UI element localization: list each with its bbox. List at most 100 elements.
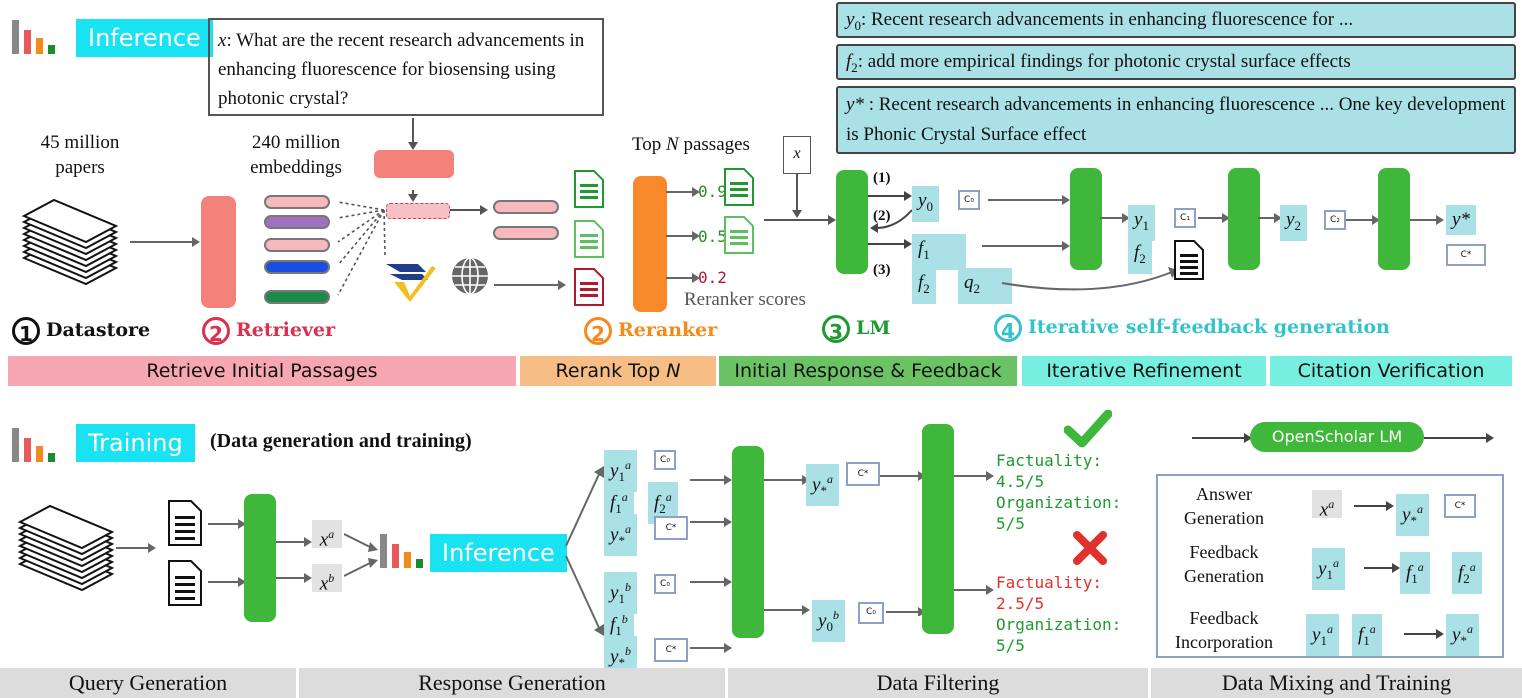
stage-rerank: Rerank Top N (520, 356, 716, 386)
retrieved-pill (493, 226, 559, 240)
training-desc: (Data generation and training) (210, 430, 472, 452)
mix-answer-label: Answer Generation (1184, 484, 1264, 528)
mix-ystar-a-2: y*a (1446, 614, 1479, 657)
reranker-block (633, 176, 667, 312)
arrow-datastore-retriever (130, 237, 200, 247)
stage-initial-response: Initial Response & Feedback (719, 356, 1017, 386)
cstar-box: C* (1444, 494, 1476, 518)
query-gen-lm-block (244, 494, 276, 622)
arrow-to-y2 (1258, 213, 1282, 223)
mix-f2a: f2a (1452, 552, 1482, 595)
arrows-filter1-out (764, 475, 810, 615)
doc-icon-green-light (724, 216, 754, 254)
arrows-filter2-eval (954, 471, 994, 595)
f1-box: f1 (912, 234, 966, 270)
cstar-box: C* (654, 638, 688, 662)
y0-box: y0 (912, 186, 939, 222)
topn-label: Top N passages (632, 134, 750, 155)
output-y0-box: y0: Recent research advancements in enha… (836, 2, 1516, 38)
mix-feedback-label: Feedback Generation (1184, 542, 1264, 586)
stage-response-generation: Response Generation (299, 668, 725, 698)
mix-f1a-2: f1a (1352, 614, 1382, 657)
embedding-pill (264, 215, 330, 229)
arrows-to-filter2 (880, 471, 926, 616)
embeddings-label: 240 million embeddings (250, 132, 342, 178)
arrows-inference-responses (565, 466, 604, 636)
cstar-box: C* (1446, 244, 1486, 266)
openscholar-lm: OpenScholar LM (1250, 422, 1424, 452)
stage-data-mixing: Data Mixing and Training (1151, 668, 1522, 698)
embedding-pill (264, 290, 330, 304)
score-2: 0.2 (698, 268, 727, 287)
arrow-y2-verify (1346, 215, 1380, 225)
doc-icon-black (168, 560, 202, 606)
filter-lm-block-1 (732, 446, 764, 638)
semantic-scholar-logo-icon (382, 258, 438, 302)
arrows-lm-queries (276, 537, 312, 583)
query-text: : What are the recent research advanceme… (218, 30, 585, 109)
mix-ystar-a: y*a (1396, 494, 1429, 537)
checkmark-icon (1063, 409, 1113, 450)
arrow-papers-docs (116, 543, 156, 553)
mix-y1a-2: y1a (1306, 614, 1339, 657)
papers-label: 45 million papers (40, 132, 120, 178)
arrow-web-reranker (494, 280, 566, 290)
mix-incorp-label: Feedback Incorporation (1175, 608, 1273, 652)
f2-box-2: f2 (1128, 238, 1152, 274)
arrow-out-openscholar (1424, 433, 1494, 443)
mix-f1a: f1a (1400, 552, 1430, 595)
c0-box: C₀ (858, 602, 884, 624)
cstar-box: C* (654, 516, 688, 540)
c1-box: C₁ (1174, 208, 1196, 228)
query-xa: xa (312, 520, 342, 550)
logo-icon (378, 528, 428, 570)
resp-ystar-a: y*a (604, 514, 637, 557)
doc-icon-green (724, 168, 754, 206)
filter-lm-block-2 (922, 424, 954, 634)
retriever-arrows (337, 118, 488, 296)
q2-box: q2 (958, 268, 1012, 304)
refine-block-2 (1228, 168, 1260, 270)
query-box: x: What are the recent research advancem… (208, 18, 604, 116)
stage-citation-verification: Citation Verification (1270, 356, 1512, 386)
inference-label: Inference (76, 19, 213, 57)
c2-box: C₂ (1324, 210, 1346, 230)
doc-icon-black (1174, 240, 1204, 280)
arrow-into-openscholar (1192, 433, 1252, 443)
mark-3: (3) (873, 262, 891, 278)
logo-icon (10, 14, 60, 56)
data-mixing-box (1156, 474, 1504, 658)
retrieved-pill (493, 200, 559, 214)
arrows-docs-lm (208, 519, 246, 587)
paper-stack-icon (14, 196, 126, 292)
stage-query-generation: Query Generation (0, 668, 296, 698)
doc-icon-black (168, 500, 202, 546)
refine-arrows-1 (982, 195, 1178, 291)
c0-box: C₀ (958, 190, 980, 210)
reranker-out-arrows (666, 187, 700, 283)
c0-box: C₀ (654, 450, 676, 470)
mark-2: (2) (873, 208, 891, 224)
f2-box: f2 (912, 268, 936, 304)
verify-block (1378, 168, 1410, 270)
reranker-scores-label: Reranker scores (684, 289, 806, 310)
embedding-pill (264, 238, 330, 252)
doc-icon-green (574, 170, 604, 208)
cstar-box: C* (846, 462, 880, 486)
mix-y1a: y1a (1312, 548, 1345, 591)
mark-1: (1) (873, 170, 891, 186)
stage-retrieve: Retrieve Initial Passages (8, 356, 516, 386)
mix-arrow-3 (1404, 629, 1444, 639)
stage-iterative-refinement: Iterative Refinement (1022, 356, 1266, 386)
query-encoder (374, 150, 454, 178)
arrow-to-y1 (1100, 213, 1130, 223)
embedding-pill (264, 260, 330, 274)
mix-arrow-2 (1364, 563, 1400, 573)
